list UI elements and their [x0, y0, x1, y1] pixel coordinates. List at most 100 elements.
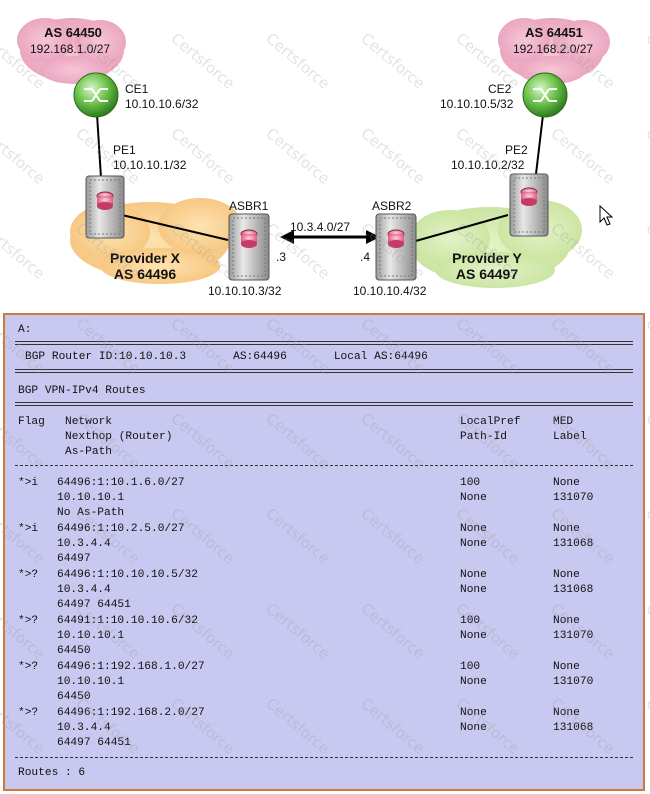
route-nexthop: 10.10.10.1 — [57, 630, 125, 642]
route-label: 131070 — [553, 492, 594, 504]
route-localpref: 100 — [460, 661, 481, 673]
ce1-ip: 10.10.10.6/32 — [125, 97, 199, 111]
route-network: 64491:1:10.10.10.6/32 — [57, 615, 198, 627]
as-64450-label: AS 64450 — [44, 25, 102, 40]
route-pathid: None — [460, 538, 487, 550]
separator-dashed — [15, 757, 633, 758]
route-pathid: None — [460, 630, 487, 642]
mouse-cursor-icon — [599, 204, 614, 226]
cloud-provider-y — [410, 200, 582, 288]
asbr1-iface-label: .3 — [276, 250, 287, 264]
header-med: MED — [553, 416, 574, 428]
route-flag: *>? — [18, 569, 39, 581]
as-64451-prefix: 192.168.2.0/27 — [513, 42, 594, 56]
asbr1-ip: 10.10.10.3/32 — [208, 284, 282, 298]
separator-dashed — [15, 465, 633, 466]
route-aspath: 64497 — [57, 553, 91, 565]
route-med: None — [553, 615, 580, 627]
asbr2-iface-label: .4 — [360, 250, 371, 264]
header-label: Label — [553, 431, 587, 443]
route-label: 131070 — [553, 630, 594, 642]
route-aspath: 64497 64451 — [57, 599, 131, 611]
asbr1-label: ASBR1 — [229, 199, 269, 213]
header-localpref: LocalPref — [460, 416, 521, 428]
route-aspath: No As-Path — [57, 507, 125, 519]
ce1-label: CE1 — [125, 82, 149, 96]
route-aspath: 64450 — [57, 691, 91, 703]
pe2-label: PE2 — [505, 143, 528, 157]
link-pe2-asbr2 — [404, 214, 509, 245]
pe1-ip: 10.10.10.1/32 — [113, 158, 187, 172]
pe2-ip: 10.10.10.2/32 — [451, 158, 525, 172]
bgp-cli-output: A: BGP Router ID:10.10.10.3 AS:64496 Loc… — [3, 313, 645, 791]
separator-double — [15, 341, 633, 345]
ce2-ip: 10.10.10.5/32 — [440, 97, 514, 111]
route-pathid: None — [460, 492, 487, 504]
as-64450-prefix: 192.168.1.0/27 — [30, 42, 111, 56]
link-subnet-label: 10.3.4.0/27 — [290, 220, 351, 234]
route-flag: *>? — [18, 615, 39, 627]
route-pathid: None — [460, 584, 487, 596]
route-label: 131068 — [553, 722, 594, 734]
router-asbr2-icon — [375, 213, 417, 281]
route-nexthop: 10.3.4.4 — [57, 584, 111, 596]
cli-section-title: BGP VPN-IPv4 Routes — [18, 385, 146, 397]
route-med: None — [553, 523, 580, 535]
header-network: Network — [65, 416, 112, 428]
route-med: None — [553, 661, 580, 673]
asbr2-label: ASBR2 — [372, 199, 412, 213]
header-flag: Flag — [18, 416, 45, 428]
router-ce2-icon — [522, 72, 568, 118]
asbr2-ip: 10.10.10.4/32 — [353, 284, 427, 298]
route-label: 131068 — [553, 584, 594, 596]
route-nexthop: 10.3.4.4 — [57, 538, 111, 550]
route-label: 131070 — [553, 676, 594, 688]
route-aspath: 64450 — [57, 645, 91, 657]
network-diagram: AS 64450 192.168.1.0/27 AS 64451 192.168… — [0, 0, 650, 312]
route-network: 64496:1:10.1.6.0/27 — [57, 477, 185, 489]
route-flag: *>i — [18, 523, 39, 535]
cli-router-header: BGP Router ID:10.10.10.3 AS:64496 Local … — [25, 351, 428, 363]
ce2-label: CE2 — [488, 82, 512, 96]
topology-graphic — [17, 18, 614, 288]
provider-x-as: AS 64496 — [113, 266, 177, 282]
as-64451-label: AS 64451 — [525, 25, 583, 40]
pe1-label: PE1 — [113, 143, 136, 157]
route-nexthop: 10.10.10.1 — [57, 676, 125, 688]
link-pe1-asbr1 — [121, 214, 229, 241]
provider-y-name: Provider Y — [452, 250, 522, 266]
route-flag: *>? — [18, 707, 39, 719]
cli-route-count: Routes : 6 — [18, 767, 86, 779]
route-localpref: 100 — [460, 615, 481, 627]
route-aspath: 64497 64451 — [57, 737, 131, 749]
route-localpref: None — [460, 569, 487, 581]
route-flag: *>i — [18, 477, 39, 489]
provider-x-name: Provider X — [109, 250, 181, 266]
route-med: None — [553, 477, 580, 489]
route-localpref: None — [460, 707, 487, 719]
router-pe1-icon — [85, 175, 125, 239]
link-asbr1-asbr2 — [280, 230, 380, 244]
router-asbr1-icon — [228, 213, 270, 281]
route-network: 64496:1:10.10.10.5/32 — [57, 569, 198, 581]
route-nexthop: 10.3.4.4 — [57, 722, 111, 734]
route-network: 64496:1:10.2.5.0/27 — [57, 523, 185, 535]
provider-y-as: AS 64497 — [455, 266, 519, 282]
route-pathid: None — [460, 722, 487, 734]
route-network: 64496:1:192.168.2.0/27 — [57, 707, 205, 719]
route-localpref: None — [460, 523, 487, 535]
header-nexthop: Nexthop (Router) — [65, 431, 173, 443]
header-pathid: Path-Id — [460, 431, 507, 443]
router-pe2-icon — [509, 173, 549, 237]
route-pathid: None — [460, 676, 487, 688]
route-localpref: 100 — [460, 477, 481, 489]
route-flag: *>? — [18, 661, 39, 673]
route-nexthop: 10.10.10.1 — [57, 492, 125, 504]
separator-double — [15, 369, 633, 373]
cloud-as-64450 — [17, 18, 126, 84]
route-med: None — [553, 707, 580, 719]
route-med: None — [553, 569, 580, 581]
header-aspath: As-Path — [65, 446, 112, 458]
router-ce1-icon — [73, 72, 119, 118]
cli-prompt: A: — [18, 324, 32, 336]
